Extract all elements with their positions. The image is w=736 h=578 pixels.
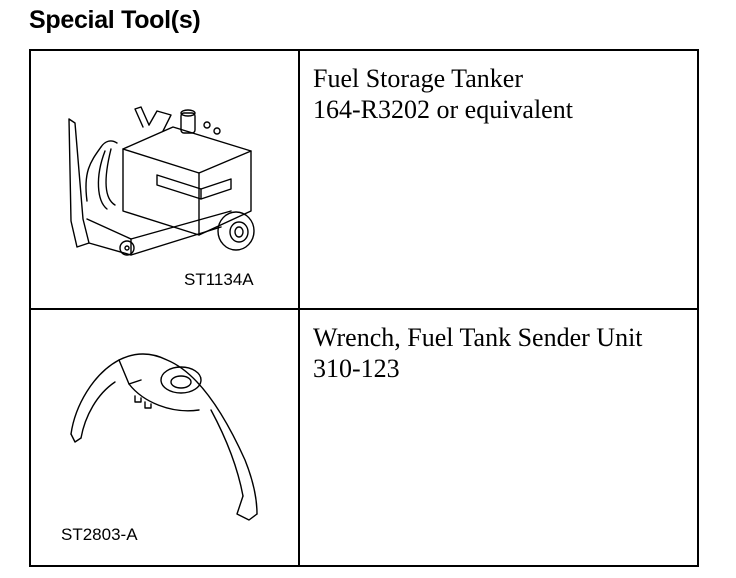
tool-number: 310-123	[313, 354, 400, 383]
tool-illustration-cell: ST2803-A	[31, 310, 298, 565]
figure-code: ST2803-A	[61, 525, 138, 544]
tool-illustration-cell: ST1134A	[31, 51, 298, 308]
column-divider	[298, 51, 300, 308]
tool-name: Wrench, Fuel Tank Sender Unit	[313, 323, 643, 352]
tool-row-fuel-storage-tanker: ST1134A Fuel Storage Tanker 164-R3202 or…	[31, 51, 697, 310]
tool-row-sender-unit-wrench: ST2803-A Wrench, Fuel Tank Sender Unit 3…	[31, 310, 697, 565]
column-divider	[298, 310, 300, 565]
tool-description: Wrench, Fuel Tank Sender Unit 310-123	[313, 322, 689, 384]
page-title: Special Tool(s)	[29, 6, 201, 34]
fuel-storage-tanker-icon	[68, 106, 255, 256]
figure-code: ST1134A	[184, 270, 254, 289]
tool-description: Fuel Storage Tanker 164-R3202 or equival…	[313, 63, 689, 125]
sender-unit-wrench-icon	[70, 353, 258, 521]
tool-number: 164-R3202 or equivalent	[313, 95, 573, 124]
tool-name: Fuel Storage Tanker	[313, 64, 523, 93]
special-tools-table: ST1134A Fuel Storage Tanker 164-R3202 or…	[29, 49, 699, 567]
